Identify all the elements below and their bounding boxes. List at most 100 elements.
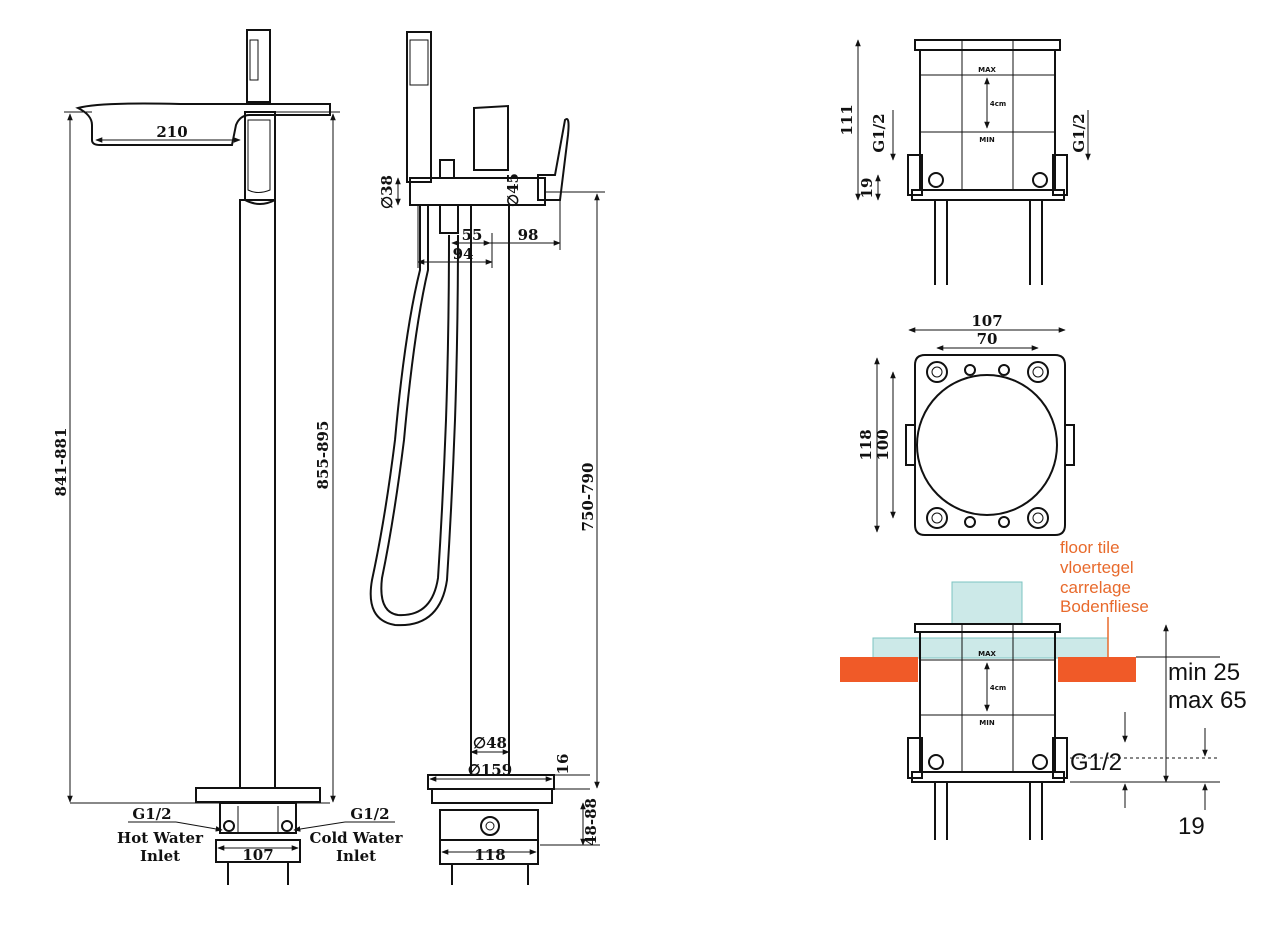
inlet-right <box>1052 737 1068 779</box>
offset-c-label: 94 <box>453 245 474 263</box>
base-ring <box>431 788 553 804</box>
min-label: MIN <box>979 136 995 144</box>
installed-section: MAX MIN 4cm floor tile vloertegel carrel… <box>840 538 1247 840</box>
floor-tile-left <box>840 657 918 682</box>
diverter-body <box>409 177 546 206</box>
inlet-right-label: G1/2 <box>1070 113 1088 152</box>
side-tab <box>1064 424 1075 466</box>
hose-inner <box>380 205 450 617</box>
spout <box>75 102 331 146</box>
gap-label: 4cm <box>990 684 1006 692</box>
inlet-left <box>907 737 923 779</box>
front-view: ∅38 ∅45 55 98 94 750-790 ∅48 ∅159 16 48-… <box>369 31 605 885</box>
box-bottom-label: 19 <box>858 178 876 199</box>
tile-label-4: Bodenfliese <box>1060 597 1149 616</box>
handle-inner <box>247 119 271 193</box>
dim-38: ∅38 <box>378 175 401 209</box>
outlet-core <box>485 821 495 831</box>
base-plate <box>195 787 321 803</box>
max-label: MAX <box>978 66 996 74</box>
tile-label-1: floor tile <box>1060 538 1120 557</box>
box-foot <box>911 189 1065 201</box>
box-top-view: 107 70 118 100 <box>857 312 1075 536</box>
corner-bolt <box>1027 507 1049 529</box>
nut <box>1032 754 1048 770</box>
installed-bottom-label: 19 <box>1178 813 1205 840</box>
lever <box>537 118 570 201</box>
inner-width-label: 70 <box>977 330 998 348</box>
spout-reach-label: 210 <box>156 123 187 141</box>
leader <box>175 821 223 832</box>
base-width-label: 107 <box>242 846 273 864</box>
box-lid <box>914 623 1061 633</box>
diverter-knob <box>439 159 455 179</box>
outer-width-label: 107 <box>971 312 1002 330</box>
inlet-nut-right <box>281 820 293 832</box>
box-opening <box>916 374 1058 516</box>
tile-label-2: vloertegel <box>1060 558 1134 577</box>
box-lower <box>215 839 301 863</box>
offset-a-label: 55 <box>462 226 483 244</box>
corner-bolt <box>926 507 948 529</box>
screw <box>964 516 976 528</box>
base-thickness-label: 16 <box>554 754 572 775</box>
handshower <box>406 31 432 183</box>
min-label: MIN <box>979 719 995 727</box>
mixer-body <box>473 104 509 171</box>
box-depth-label: 48-88 <box>582 798 600 846</box>
cold-inlet-label-1: Cold Water <box>310 829 404 847</box>
handshower-grid <box>409 39 429 86</box>
outer-height-label: 118 <box>857 429 875 460</box>
column-height-label: 750-790 <box>579 463 597 532</box>
mounting-box <box>219 802 297 834</box>
min-depth-label: min 25 <box>1168 659 1240 686</box>
side-view: 210 841-881 855-895 G1/2 G1/2 Hot Water … <box>52 29 404 885</box>
floor-tile-right <box>1058 657 1136 682</box>
base-diameter-label: ∅159 <box>468 761 512 779</box>
nut <box>1032 172 1048 188</box>
inner-height-label: 100 <box>874 429 892 460</box>
inlet-left-label: G1/2 <box>870 113 888 152</box>
glass-cover <box>951 581 1023 625</box>
cold-inlet-thread: G1/2 <box>350 805 389 823</box>
tile-label-3: carrelage <box>1060 578 1131 597</box>
handle-height-label: 855-895 <box>314 421 332 490</box>
handshower-holder <box>246 29 271 103</box>
offset-b-label: 98 <box>518 226 539 244</box>
box-width-label: 118 <box>474 846 505 864</box>
total-height-label: 841-881 <box>52 428 70 497</box>
pipe-diameter-label: ∅48 <box>473 734 507 752</box>
inlet-right <box>1052 154 1068 196</box>
installed-inlet-label: G1/2 <box>1070 749 1122 776</box>
dim-45: ∅45 <box>504 173 522 207</box>
column <box>470 204 510 776</box>
cold-inlet-label-2: Inlet <box>336 847 376 865</box>
corner-bolt <box>926 361 948 383</box>
hot-inlet-label-2: Inlet <box>140 847 180 865</box>
screw <box>964 364 976 376</box>
hose <box>369 205 459 627</box>
outlet-ring <box>480 816 500 836</box>
nut <box>928 754 944 770</box>
hot-inlet-thread: G1/2 <box>132 805 171 823</box>
handshower-grid <box>249 39 259 81</box>
lever-diameter-label: ∅45 <box>504 173 522 207</box>
hose-diameter-label: ∅38 <box>378 175 396 209</box>
box-height-label: 111 <box>838 104 856 135</box>
screw <box>998 364 1010 376</box>
screw <box>998 516 1010 528</box>
leader <box>293 821 346 832</box>
max-label: MAX <box>978 650 996 658</box>
column <box>239 199 276 789</box>
hot-inlet-label-1: Hot Water <box>117 829 204 847</box>
box-outline <box>914 354 1066 536</box>
side-tab <box>905 424 916 466</box>
corner-bolt <box>1027 361 1049 383</box>
box-side-view: MAX MIN 4cm 111 G1/2 G1/2 19 <box>838 39 1091 285</box>
inlet-nut-left <box>223 820 235 832</box>
box-lower <box>439 839 539 865</box>
max-depth-label: max 65 <box>1168 687 1247 714</box>
box-foot <box>911 771 1065 783</box>
hose-connector <box>439 204 459 234</box>
